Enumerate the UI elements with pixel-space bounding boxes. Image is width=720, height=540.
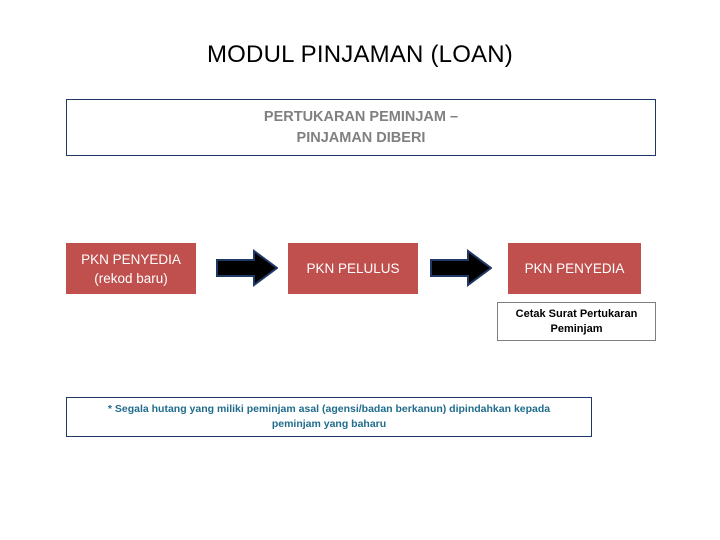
- footnote-box: * Segala hutang yang miliki peminjam asa…: [66, 397, 592, 437]
- page-title: MODUL PINJAMAN (LOAN): [206, 41, 513, 68]
- section-header-line-1: PERTUKARAN PEMINJAM –: [263, 108, 459, 125]
- flow-step-pkn-pelulus[interactable]: PKN PELULUS: [288, 243, 418, 294]
- flow-step-1-line-1: PKN PENYEDIA: [81, 251, 181, 267]
- flow-step-pkn-penyedia-baru[interactable]: PKN PENYEDIA (rekod baru): [66, 243, 196, 294]
- flow-step-2-line-1: PKN PELULUS: [306, 261, 400, 276]
- flow-step-pkn-penyedia[interactable]: PKN PENYEDIA: [508, 243, 641, 294]
- output-note-line-2: Peminjam: [550, 322, 603, 335]
- arrow-right-icon-2: [430, 249, 493, 287]
- footnote-line-1: * Segala hutang yang miliki peminjam asa…: [107, 403, 551, 415]
- section-header-line-2: PINJAMAN DIBERI: [296, 129, 426, 146]
- flow-step-3-line-1: PKN PENYEDIA: [524, 261, 625, 276]
- section-header-box: PERTUKARAN PEMINJAM – PINJAMAN DIBERI: [66, 99, 656, 156]
- arrow-right-icon-1: [216, 249, 279, 287]
- footnote-line-2: peminjam yang baharu: [271, 418, 387, 430]
- output-note-line-1: Cetak Surat Pertukaran: [515, 307, 638, 320]
- output-note-box: Cetak Surat Pertukaran Peminjam: [497, 302, 656, 341]
- flow-step-1-line-2: (rekod baru): [94, 270, 168, 286]
